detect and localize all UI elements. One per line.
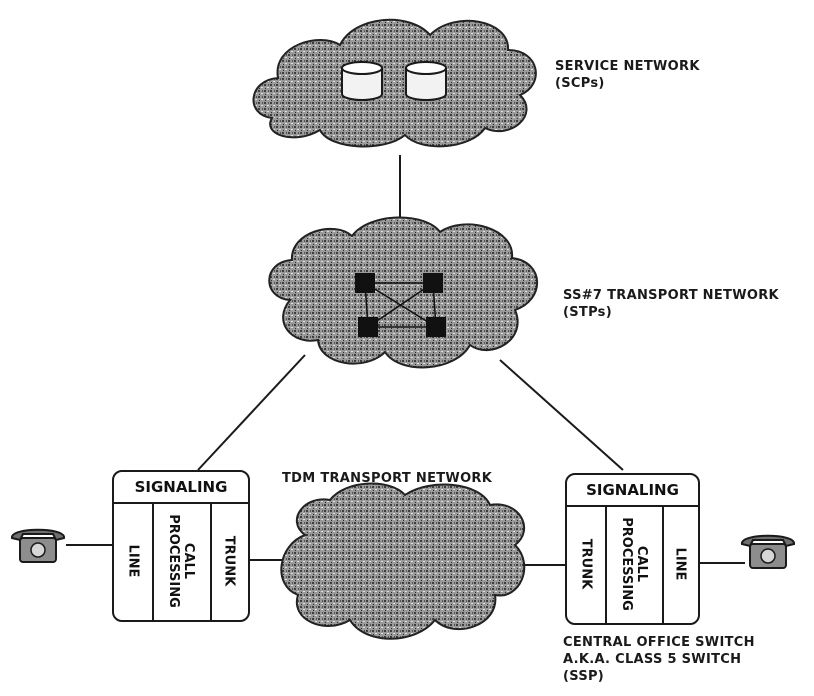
stp-node-icon [358,317,378,337]
tdm-network-cloud [280,482,526,640]
stp-node-icon [355,273,375,293]
telephone-icon [11,528,65,563]
stp-left-switch-link [197,354,306,471]
stp-node-icon [426,317,446,337]
signaling-header: SIGNALING [114,472,248,504]
processing-label: PROCESSING [166,514,181,608]
service-network-cloud [252,18,537,148]
ss7-network-label: SS#7 TRANSPORT NETWORK (STPs) [563,288,779,320]
processing-label: PROCESSING [618,517,634,611]
service-network-label: SERVICE NETWORK (SCPs) [555,59,700,91]
database-icon [405,61,447,101]
signaling-header: SIGNALING [567,475,698,507]
right-switch: SIGNALING TRUNK CALL PROCESSING LINE [565,473,700,625]
call-label: CALL [181,542,196,580]
line-column: LINE [114,502,154,620]
call-processing-column: CALL PROCESSING [605,505,664,623]
call-label: CALL [633,545,649,583]
call-processing-column: CALL PROCESSING [152,502,212,620]
line-column: LINE [662,505,698,623]
ss7-network-cloud [268,216,539,369]
trunk-column: TRUNK [210,502,248,620]
line-label: LINE [125,544,141,578]
trunk-column: TRUNK [567,505,607,623]
trunk-label: TRUNK [578,538,594,590]
telephone-icon [741,534,795,569]
tdm-network-label: TDM TRANSPORT NETWORK [282,471,493,486]
central-office-label: CENTRAL OFFICE SWITCH A.K.A. CLASS 5 SWI… [563,635,755,684]
stp-right-switch-link [499,359,624,471]
stp-node-icon [423,273,443,293]
database-icon [341,61,383,101]
left-switch: SIGNALING LINE CALL PROCESSING TRUNK [112,470,250,622]
line-label: LINE [672,547,688,581]
trunk-label: TRUNK [221,535,237,587]
